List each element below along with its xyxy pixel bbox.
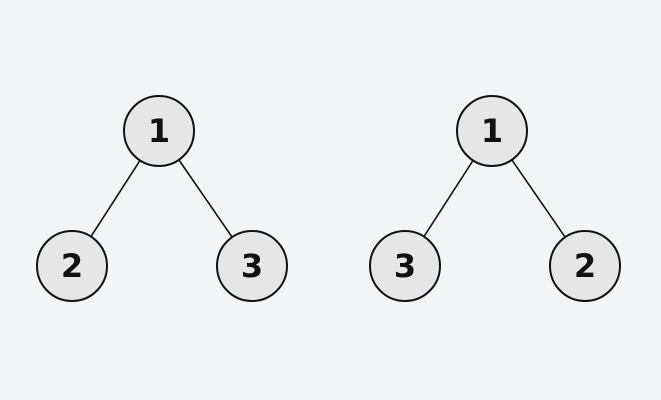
- tree-1-node-right: 3: [216, 230, 288, 302]
- tree-2-node-left-label: 3: [394, 247, 416, 285]
- tree-2-node-root: 1: [456, 95, 528, 167]
- tree-1-node-root-label: 1: [148, 112, 170, 150]
- tree-1-node-left-label: 2: [61, 247, 83, 285]
- tree-2-node-left-circle: [369, 230, 441, 302]
- tree-2-node-root-label: 1: [481, 112, 503, 150]
- tree-1-node-left-circle: [36, 230, 108, 302]
- tree-1-node-root-circle: [123, 95, 195, 167]
- tree-1-node-right-label: 3: [241, 247, 263, 285]
- tree-2-node-right-label: 2: [574, 247, 596, 285]
- tree-1-node-right-circle: [216, 230, 288, 302]
- tree-2-node-right: 2: [549, 230, 621, 302]
- tree-2-node-right-circle: [549, 230, 621, 302]
- tree-1-node-root: 1: [123, 95, 195, 167]
- tree-1: 1 2 3: [36, 95, 288, 302]
- tree-2-node-left: 3: [369, 230, 441, 302]
- tree-1-node-left: 2: [36, 230, 108, 302]
- tree-2-node-root-circle: [456, 95, 528, 167]
- tree-2: 1 3 2: [369, 95, 621, 302]
